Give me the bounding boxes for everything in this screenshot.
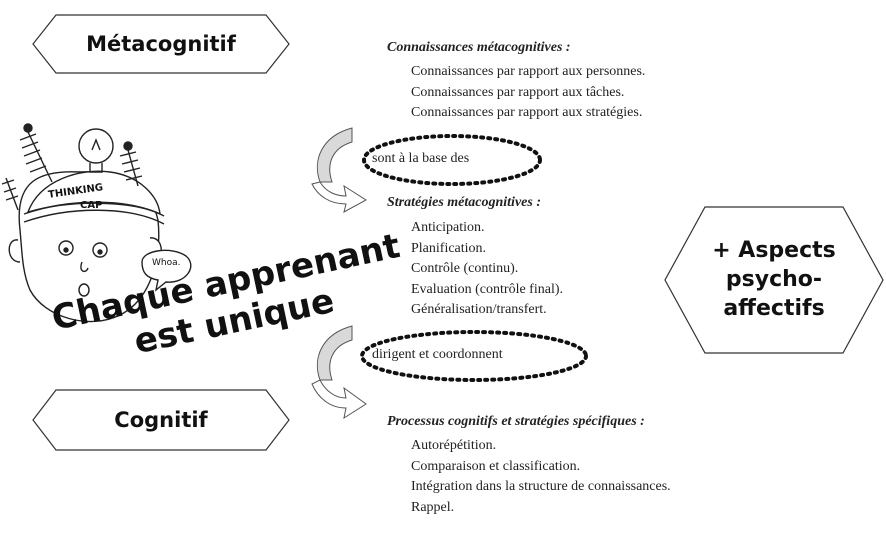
cognitive-processes-list: Autorépétition. Comparaison et classific… [411, 436, 671, 518]
meta-strategies-list: Anticipation. Planification. Contrôle (c… [411, 218, 563, 321]
metacognitif-hexagon [32, 14, 290, 74]
aspects-label: + Aspects psycho- affectifs [665, 236, 883, 323]
list-item: Connaissances par rapport aux stratégies… [411, 105, 643, 120]
list-item: Autorépétition. [411, 438, 497, 453]
list-item: Connaissances par rapport aux personnes. [411, 64, 646, 79]
list-item: Evaluation (contrôle final). [411, 281, 563, 297]
list-item: Anticipation. [411, 220, 485, 235]
meta-knowledge-heading: Connaissances métacognitives : [387, 40, 571, 55]
aspects-line-1: + Aspects [712, 238, 836, 263]
list-item: Généralisation/transfert. [411, 302, 547, 317]
cognitif-label: Cognitif [114, 408, 208, 432]
aspects-line-2: psycho- [725, 267, 823, 292]
list-item: Connaissances par rapport aux tâches. [411, 84, 625, 100]
list-item: Intégration dans la structure de connais… [411, 479, 671, 494]
cognitive-processes-heading: Processus cognitifs et stratégies spécif… [387, 414, 645, 429]
speech-bubble-text: Whoa. [152, 258, 181, 268]
curved-arrow-1-icon [311, 127, 367, 213]
cognitif-hexagon [32, 389, 290, 451]
list-item: Contrôle (continu). [411, 261, 519, 276]
aspects-hexagon [664, 206, 884, 354]
connector-1-ellipse [362, 134, 542, 186]
list-item: Rappel. [411, 499, 455, 515]
meta-strategies-heading: Stratégies métacognitives : [387, 195, 541, 210]
meta-knowledge-list: Connaissances par rapport aux personnes.… [411, 62, 645, 124]
cap-text-cap: CAP [80, 200, 103, 211]
connector-2-text: dirigent et coordonnent [372, 347, 503, 362]
curved-arrow-2-icon [311, 325, 367, 420]
thinking-cap-cartoon-icon [1, 123, 192, 323]
aspects-line-3: affectifs [723, 296, 825, 321]
list-item: Comparaison et classification. [411, 458, 581, 474]
connector-2-ellipse [360, 330, 588, 382]
list-item: Planification. [411, 240, 487, 256]
connector-1-text: sont à la base des [372, 151, 470, 166]
metacognitif-label: Métacognitif [86, 32, 236, 56]
